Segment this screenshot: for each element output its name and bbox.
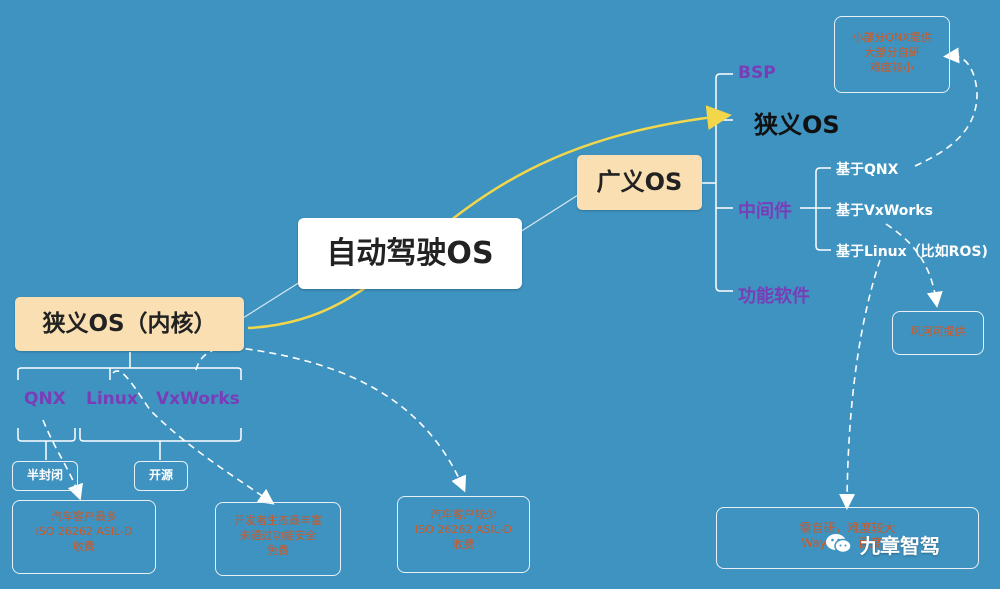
broad-os-label: 广义OS: [596, 168, 683, 196]
root-to-broad-line: [519, 194, 579, 233]
mw-qnx-note: 小部分QNX提供 大部分自研 难度较小: [834, 16, 950, 93]
linux-note-line: 开发者生态最丰富: [234, 514, 322, 527]
broad-os-node[interactable]: 广义OS: [577, 155, 702, 210]
mw-qnx-note-line: 难度较小: [870, 61, 914, 74]
mw-vxworks-note-arrow: [885, 223, 943, 308]
qnx-note-line: ISO 26262 ASIL-D: [35, 525, 133, 538]
middleware-option-qnx[interactable]: 基于QNX: [836, 162, 899, 178]
mw-qnx-note-line: 小部分QNX提供: [852, 31, 932, 44]
kernel-label: 狭义OS（内核）: [42, 311, 217, 337]
vxworks-note-line: 汽车客户较少: [430, 508, 497, 521]
semi-closed-bracket: [17, 428, 76, 442]
vxworks-note: 汽车客户较少 ISO 26262 ASIL-D 收费: [397, 496, 530, 573]
broad-os-bracket: [715, 73, 733, 292]
function-software-label[interactable]: 功能软件: [738, 286, 810, 307]
kernel-bracket: [17, 367, 242, 380]
vxworks-note-line: ISO 26262 ASIL-D: [415, 523, 512, 536]
vxworks-note-line: 收费: [452, 538, 475, 551]
watermark: 九章智驾: [824, 528, 974, 560]
root-node[interactable]: 自动驾驶OS: [298, 218, 522, 289]
mw-vxworks-note-line: 风河可提供: [910, 325, 966, 338]
bsp-label[interactable]: BSP: [738, 63, 776, 83]
middleware-option-vxworks[interactable]: 基于VxWorks: [836, 203, 933, 219]
mw-linux-note-arrow: [839, 259, 881, 510]
linux-note-arrow: [112, 370, 275, 505]
middleware-bracket: [815, 167, 831, 251]
linux-note-line: 未通过功能安全: [239, 529, 317, 542]
kernel-option-vxworks[interactable]: VxWorks: [156, 389, 240, 409]
semi-closed-tag: 半封闭: [12, 461, 78, 491]
open-source-tag: 开源: [134, 461, 188, 491]
wechat-icon: [824, 529, 854, 559]
mw-linux-note-line: 需自研，难度较大: [799, 521, 896, 535]
middleware-label[interactable]: 中间件: [738, 201, 792, 222]
kernel-option-linux[interactable]: Linux: [86, 389, 138, 409]
kernel-node[interactable]: 狭义OS（内核）: [15, 297, 244, 351]
narrow-os-label[interactable]: 狭义OS: [754, 111, 840, 139]
root-label: 自动驾驶OS: [326, 236, 494, 271]
watermark-text: 九章智驾: [860, 533, 940, 558]
mw-vxworks-note: 风河可提供: [892, 311, 984, 355]
mw-qnx-note-arrow: [914, 47, 978, 167]
mw-qnx-note-line: 大部分自研: [864, 46, 920, 59]
vxworks-note-arrow: [195, 346, 467, 493]
qnx-note-line: 汽车客户最多: [51, 510, 117, 523]
root-to-kernel-line: [242, 281, 301, 319]
linux-note-line: 免费: [267, 544, 289, 557]
qnx-note: 汽车客户最多 ISO 26262 ASIL-D 收费: [12, 500, 156, 574]
qnx-note-line: 收费: [73, 540, 95, 553]
open-source-bracket: [79, 428, 242, 442]
kernel-option-qnx[interactable]: QNX: [24, 389, 66, 409]
linux-note: 开发者生态最丰富 未通过功能安全 免费: [215, 502, 341, 576]
middleware-option-linux[interactable]: 基于Linux（比如ROS): [836, 244, 988, 260]
